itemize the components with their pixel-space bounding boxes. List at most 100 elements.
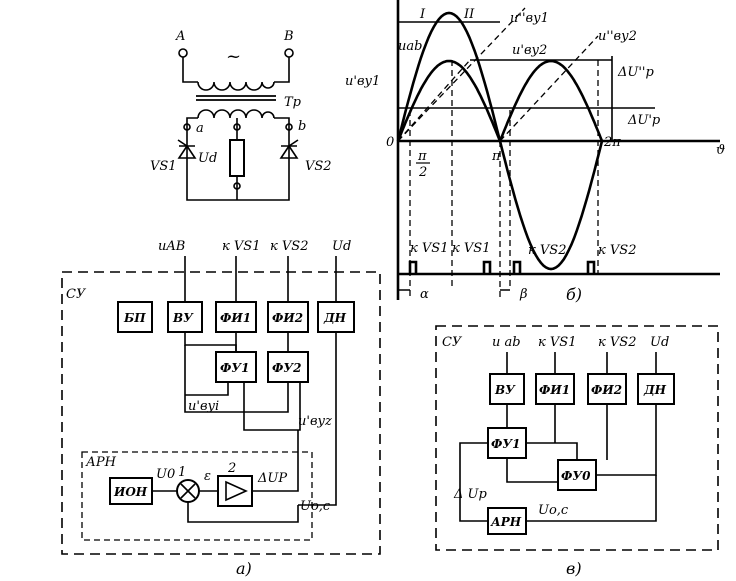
pulse-label-4: к VS2 [598, 243, 636, 258]
arn-wires [152, 430, 299, 492]
block-fu0-c [557, 459, 597, 491]
diagram-c: СУ u ab к VS1 к VS2 Ud ВУ ФИ1 ФИ2 ДН ФУ1… [435, 325, 719, 578]
caption-a: а) [236, 559, 252, 578]
block-vu-c [489, 373, 525, 405]
curve-uvu1-prime [396, 59, 502, 142]
block-bp [117, 301, 153, 333]
block-fu2-label: ФУ2 [272, 361, 301, 375]
diagram-a: СУ uAB к VS1 к VS2 Ud БП ВУ ФИ1 ФИ2 ДН Ф… [61, 239, 381, 578]
input-ud-c: Ud [650, 335, 669, 350]
output-vs1-c: к VS1 [538, 335, 576, 350]
block-arn-c-label: АРН [490, 515, 522, 529]
pulse-label-2: к VS1 [452, 241, 490, 256]
label-uoc-c: Uo,c [538, 503, 569, 518]
label-origin: 0 [386, 135, 394, 150]
block-fu2 [267, 351, 309, 383]
label-a: a [196, 121, 204, 136]
label-vs2: VS2 [305, 159, 332, 174]
ramp-uvu1-prime [397, 59, 471, 142]
label-uab: uab [398, 39, 422, 54]
wire-arn-c [459, 442, 657, 522]
block-dn-c-label: ДН [643, 383, 667, 397]
label-delta-up-prime: ΔU'p [627, 113, 661, 128]
block-ion-label: ИОН [113, 485, 148, 499]
primary-winding [197, 81, 275, 91]
block-fu1-c-label: ФУ1 [491, 437, 520, 451]
label-beta: β [519, 287, 528, 302]
label-uoc: Uo,c [300, 499, 331, 514]
thyristor-vs1 [177, 139, 197, 159]
node-b [285, 123, 293, 131]
output-vs2: к VS2 [270, 239, 308, 254]
block-arn-c [487, 507, 527, 535]
region-1: I [419, 7, 426, 22]
caption-b: б) [566, 285, 582, 304]
block-fi2-label: ФИ2 [272, 311, 303, 325]
arn-region [81, 451, 313, 541]
wire-fu-fi [235, 332, 289, 352]
block-vu-c-label: ВУ [494, 383, 516, 397]
ramp-uvu1-dprime [397, 7, 526, 142]
wire-top-c [554, 352, 657, 374]
secondary-winding [197, 109, 275, 119]
ac-symbol: ~ [226, 46, 241, 67]
axis-theta: ϑ [716, 143, 725, 158]
block-bp-label: БП [123, 311, 146, 325]
label-delta-up: ΔUP [257, 471, 287, 486]
wire-vu-fu1 [184, 332, 237, 352]
tick-pi-half-den: 2 [418, 165, 427, 180]
tick-2pi: 2π [603, 135, 621, 150]
ramp-uvu2-dprime [499, 35, 599, 142]
label-uvu2-dprime: u''ву2 [598, 29, 637, 44]
tick-pi: π [491, 149, 501, 164]
block-fi2-c-label: ФИ2 [591, 383, 622, 397]
primary-leads [182, 57, 290, 83]
block-vu-label: ВУ [172, 311, 194, 325]
feedback-wire [187, 502, 299, 523]
label-uvu2-prime: u'ву2 [512, 43, 547, 58]
block-fu1-label: ФУ1 [220, 361, 249, 375]
node-1-label: 1 [178, 465, 186, 480]
label-epsilon: ε [204, 469, 211, 484]
su-label-c: СУ [442, 335, 463, 350]
block-fu0-c-label: ФУ0 [561, 469, 591, 483]
curve-uvu2-prime [498, 59, 604, 142]
label-alpha: α [420, 287, 429, 302]
label-vs1: VS1 [150, 159, 177, 174]
label-u0: U0 [156, 467, 175, 482]
su-region-c [435, 325, 719, 551]
input-uab: uAB [158, 239, 185, 254]
wire-fi-out [235, 256, 289, 302]
output-vs1: к VS1 [222, 239, 260, 254]
block-dn-label: ДН [323, 311, 347, 325]
su-label-a: СУ [66, 287, 87, 302]
input-uab-c: u ab [492, 335, 521, 350]
pulse-label-3: к VS2 [528, 243, 566, 258]
node-2-label: 2 [227, 461, 236, 476]
output-vs2-c: к VS2 [598, 335, 636, 350]
pulse-train [408, 260, 596, 274]
load-resistor [229, 139, 245, 177]
block-fi1-c-label: ФИ1 [539, 383, 570, 397]
tick-pi-half-num: π [417, 149, 427, 164]
guide-lines [409, 60, 599, 300]
terminal-b-top [284, 48, 294, 58]
label-uvu1-dprime: u''ву1 [510, 11, 549, 26]
label-delta-up-c: Δ Up [453, 487, 487, 502]
wire-vu-fu-ref [184, 345, 289, 413]
pulse-label-1: к VS1 [410, 241, 448, 256]
terminal-a-top [178, 48, 188, 58]
node-a [183, 123, 191, 131]
node-center [233, 123, 241, 131]
region-2: II [463, 7, 475, 22]
label-delta-up-dprime: ΔU''p [617, 65, 654, 80]
transformer-schematic: A B ~ Tp a b Ud VS1 VS2 [150, 29, 332, 201]
wire-control [243, 332, 337, 506]
input-ud: Ud [332, 239, 351, 254]
signal-u-vu1: u'вуi [188, 399, 219, 414]
amplifier-triangle [225, 480, 248, 502]
block-fu1 [215, 351, 257, 383]
su-region-a [61, 271, 381, 555]
label-B: B [283, 29, 294, 44]
